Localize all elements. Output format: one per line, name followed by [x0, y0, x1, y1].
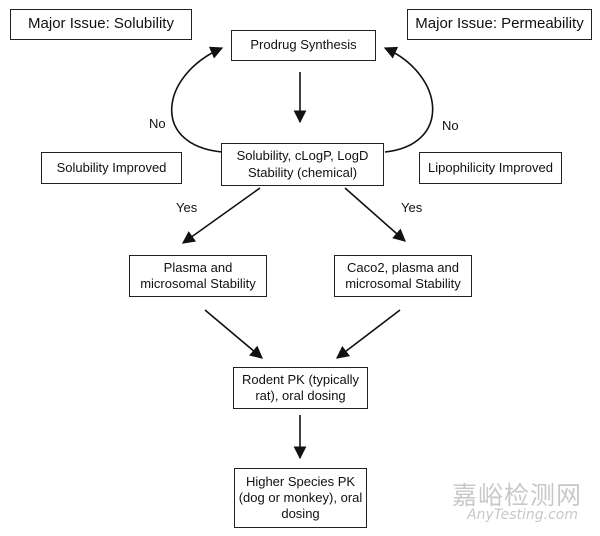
arrow-left-loop-no: [170, 46, 224, 153]
lipophilicity-improved-box: Lipophilicity Improved: [419, 152, 562, 184]
plasma-stability-line2: microsomal Stability: [140, 276, 256, 291]
solubility-improved-label: Solubility Improved: [56, 159, 167, 175]
rodent-pk-box: Rodent PK (typically rat), oral dosing: [233, 367, 368, 409]
no-label-right: No: [442, 118, 459, 133]
caco2-stability-line1: Caco2, plasma and: [346, 259, 459, 275]
major-issue-solubility-label: Major Issue: Solubility: [28, 15, 174, 33]
solubility-improved-box: Solubility Improved: [41, 152, 182, 184]
arrow-plasma-to-rodent: [204, 309, 263, 359]
lipophilicity-improved-label: Lipophilicity Improved: [427, 159, 553, 175]
arrow-caco2-to-rodent: [335, 309, 401, 359]
solubility-clogp-logd-box: Solubility, cLogP, LogD Stability (chemi…: [221, 143, 384, 186]
caco2-stability-line2: microsomal Stability: [345, 276, 461, 291]
major-issue-permeability-label: Major Issue: Permeability: [415, 15, 584, 33]
solubility-check-line2: Stability (chemical): [247, 164, 358, 180]
rodent-pk-line2: rat), oral dosing: [255, 388, 346, 403]
solubility-check-line1: Solubility, cLogP, LogD: [236, 148, 369, 164]
yes-label-left: Yes: [176, 200, 198, 215]
arrow-right-loop-no: [383, 46, 434, 153]
no-label-left: No: [149, 116, 166, 131]
higher-species-pk-line2: (dog or monkey), oral: [238, 489, 363, 505]
higher-species-pk-line1: Higher Species PK: [245, 473, 356, 489]
plasma-stability-line1: Plasma and: [163, 259, 233, 275]
major-issue-permeability-box: Major Issue: Permeability: [407, 9, 592, 40]
higher-species-pk-line3: dosing: [281, 506, 320, 522]
higher-species-pk-box: Higher Species PK (dog or monkey), oral …: [234, 468, 367, 528]
plasma-microsomal-stability-box: Plasma and microsomal Stability: [129, 255, 267, 297]
caco2-plasma-microsomal-stability-box: Caco2, plasma and microsomal Stability: [334, 255, 472, 297]
watermark-cn: 嘉峪检测网: [451, 481, 582, 510]
major-issue-solubility-box: Major Issue: Solubility: [10, 9, 192, 40]
prodrug-synthesis-label: Prodrug Synthesis: [250, 37, 357, 53]
rodent-pk-line1: Rodent PK (typically: [241, 371, 360, 387]
prodrug-synthesis-box: Prodrug Synthesis: [231, 30, 376, 61]
arrow-yes-right: [344, 187, 406, 242]
yes-label-right: Yes: [401, 200, 423, 215]
watermark-en: AnyTesting.com: [467, 507, 578, 523]
arrow-yes-left: [181, 187, 261, 244]
